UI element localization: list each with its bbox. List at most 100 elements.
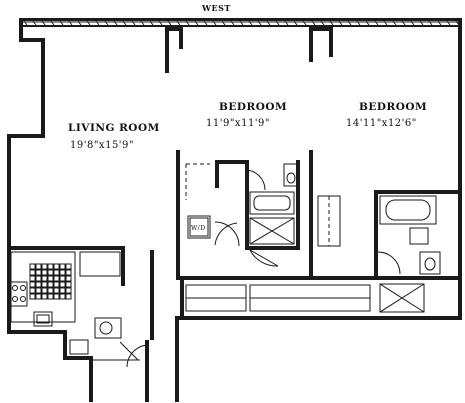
kitchen [10, 251, 121, 327]
kitchen-tile [35, 275, 42, 282]
window-hatch [149, 20, 154, 26]
window-hatch [158, 20, 163, 26]
kitchen-tile [47, 275, 54, 282]
window-hatch [257, 20, 262, 26]
window-hatch [419, 20, 424, 26]
bedroom-2-dimensions: 14'11"x12'6" [346, 118, 417, 129]
kitchen-tile [29, 269, 36, 276]
window-hatch [248, 20, 253, 26]
window-hatch [347, 20, 352, 26]
door-swings [214, 222, 279, 267]
kitchen-tile [35, 281, 42, 288]
window-hatch [185, 20, 190, 26]
interior-walls [7, 27, 458, 340]
window-hatch [401, 20, 406, 26]
kitchen-tile [65, 287, 72, 294]
kitchen-tile [41, 287, 48, 294]
kitchen-tile [59, 275, 66, 282]
kitchen-tile [65, 269, 72, 276]
living-room-dimensions: 19'8"x15'9" [70, 140, 134, 151]
window-hatch [275, 20, 280, 26]
window-hatch [410, 20, 415, 26]
window-hatch [284, 20, 289, 26]
window-hatch [41, 20, 46, 26]
window-hatch [167, 20, 172, 26]
kitchen-tile [41, 275, 48, 282]
window-hatch [428, 20, 433, 26]
window-hatch [365, 20, 370, 26]
kitchen-tile [59, 293, 66, 300]
window-hatch [86, 20, 91, 26]
window-hatch [311, 20, 316, 26]
window-hatch [383, 20, 388, 26]
kitchen-tile [65, 275, 72, 282]
kitchen-tile [35, 269, 42, 276]
bathroom-2 [377, 195, 441, 313]
bedroom-1-dimensions: 11'9"x11'9" [206, 118, 270, 129]
kitchen-tile [35, 263, 42, 270]
kitchen-tile [53, 281, 60, 288]
kitchen-tile [41, 281, 48, 288]
kitchen-tile [59, 269, 66, 276]
kitchen-tile [29, 281, 36, 288]
exterior-walls [7, 18, 462, 402]
kitchen-tile [65, 293, 72, 300]
kitchen-tile [59, 287, 66, 294]
closets [185, 163, 371, 312]
washer-dryer: W/D [187, 215, 240, 247]
window-hatch [194, 20, 199, 26]
window-hatch [176, 20, 181, 26]
orientation-label: WEST [201, 3, 231, 13]
bedroom-1-name: BEDROOM [219, 101, 287, 113]
window-hatch [23, 20, 28, 26]
window-hatch [212, 20, 217, 26]
window-hatch [113, 20, 118, 26]
kitchen-tile [29, 263, 36, 270]
kitchen-tile [47, 293, 54, 300]
window-hatch [77, 20, 82, 26]
window-hatch [356, 20, 361, 26]
kitchen-tile [41, 263, 48, 270]
kitchen-tile [53, 287, 60, 294]
window-hatch [338, 20, 343, 26]
kitchen-tile [59, 281, 66, 288]
window-hatch [437, 20, 442, 26]
kitchen-tile [29, 287, 36, 294]
washer-dryer-label: W/D [191, 225, 206, 232]
window-hatch [221, 20, 226, 26]
window-wall-top [20, 18, 462, 27]
window-hatch [374, 20, 379, 26]
living-room-name: LIVING ROOM [68, 122, 160, 134]
kitchen-tile [59, 263, 66, 270]
bathroom-1 [244, 163, 299, 245]
window-hatch [68, 20, 73, 26]
powder-room [69, 317, 150, 368]
kitchen-tile [35, 293, 42, 300]
kitchen-tile [65, 263, 72, 270]
kitchen-tile [47, 269, 54, 276]
window-hatch [59, 20, 64, 26]
window-hatch [392, 20, 397, 26]
kitchen-tile [47, 281, 54, 288]
window-hatch [302, 20, 307, 26]
window-hatch [95, 20, 100, 26]
kitchen-tile [47, 263, 54, 270]
kitchen-tile [29, 275, 36, 282]
window-hatch [32, 20, 37, 26]
kitchen-tile [53, 275, 60, 282]
window-hatch [122, 20, 127, 26]
kitchen-tile [29, 293, 36, 300]
kitchen-tile [35, 287, 42, 294]
bedroom-2-name: BEDROOM [359, 101, 427, 113]
window-hatch [239, 20, 244, 26]
window-hatch [50, 20, 55, 26]
window-hatch [140, 20, 145, 26]
kitchen-tile [41, 293, 48, 300]
window-hatch [203, 20, 208, 26]
kitchen-tile [47, 287, 54, 294]
window-hatch [230, 20, 235, 26]
window-hatch [446, 20, 451, 26]
window-hatch [293, 20, 298, 26]
window-hatch [320, 20, 325, 26]
